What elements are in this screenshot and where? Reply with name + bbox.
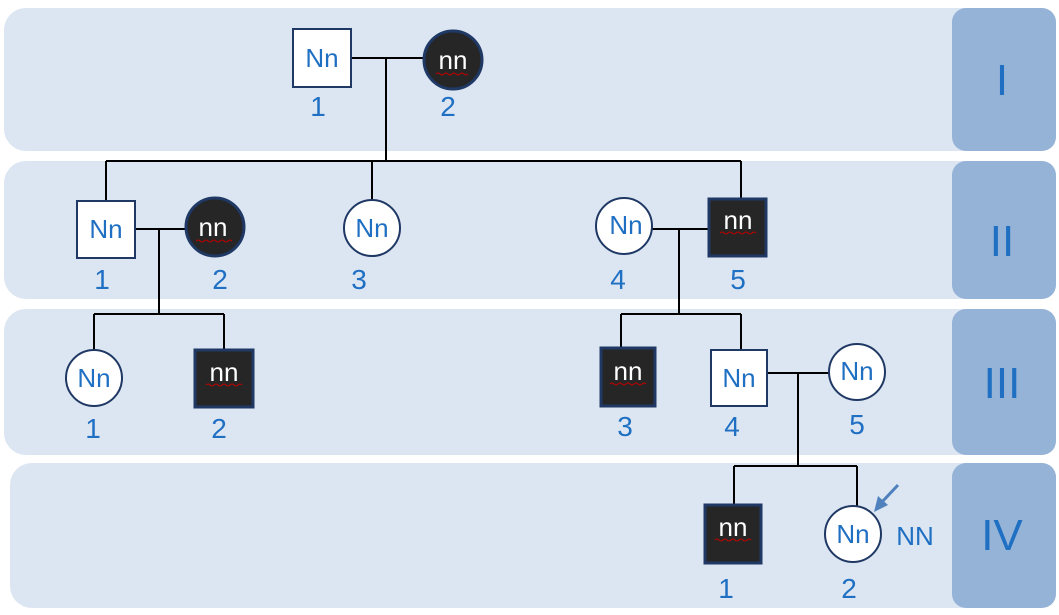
generation-tab-i bbox=[952, 8, 1056, 151]
individual-ii5[interactable]: nn 5 bbox=[707, 197, 768, 295]
spellcheck-underline bbox=[714, 538, 752, 542]
genotype-label: nn bbox=[199, 212, 228, 242]
male-unaffected-symbol bbox=[710, 349, 768, 407]
individual-i2[interactable]: nn 2 bbox=[422, 29, 484, 122]
female-unaffected-symbol bbox=[343, 199, 401, 257]
generation-band-iv bbox=[10, 463, 1004, 608]
genotype-label: Nn bbox=[836, 519, 869, 549]
female-unaffected-symbol bbox=[828, 343, 886, 401]
genotype-label: Nn bbox=[840, 356, 873, 386]
genotype-label: Nn bbox=[89, 214, 122, 244]
generation-tab-iv bbox=[952, 463, 1056, 608]
genotype-label: nn bbox=[614, 356, 643, 386]
individual-number: 4 bbox=[610, 264, 626, 295]
individual-number: 5 bbox=[730, 264, 746, 295]
individual-number: 1 bbox=[310, 91, 326, 122]
male-affected-symbol bbox=[703, 503, 763, 565]
individual-ii3[interactable]: Nn 3 bbox=[343, 199, 401, 295]
individual-number: 3 bbox=[351, 264, 367, 295]
genotype-label: nn bbox=[210, 357, 239, 387]
individual-number: 2 bbox=[211, 413, 227, 444]
individual-iv2[interactable]: Nn 2 bbox=[824, 505, 882, 604]
pedigree-connectors bbox=[93, 57, 858, 506]
spellcheck-underline bbox=[435, 72, 469, 76]
genotype-label: nn bbox=[719, 512, 748, 542]
individual-number: 3 bbox=[617, 411, 633, 442]
female-unaffected-symbol bbox=[824, 505, 882, 563]
male-unaffected-symbol bbox=[76, 200, 136, 259]
male-affected-symbol bbox=[193, 348, 255, 409]
individual-i1[interactable]: Nn 1 bbox=[292, 28, 352, 122]
genotype-label: Nn bbox=[609, 210, 642, 240]
male-affected-symbol bbox=[707, 197, 768, 258]
individual-number: 5 bbox=[849, 409, 865, 440]
proband-note: NN bbox=[896, 521, 934, 551]
generation-band-i bbox=[4, 8, 1004, 151]
individual-number: 1 bbox=[85, 413, 101, 444]
spellcheck-underline bbox=[609, 382, 647, 386]
individual-number: 2 bbox=[212, 264, 228, 295]
genotype-label: nn bbox=[439, 45, 468, 75]
generation-label-iii: III bbox=[984, 359, 1021, 408]
generation-tab-ii bbox=[952, 161, 1056, 299]
generation-tab-iii bbox=[952, 309, 1056, 455]
individual-iii2[interactable]: nn 2 bbox=[193, 348, 255, 444]
individual-number: 2 bbox=[440, 91, 456, 122]
genotype-label: Nn bbox=[722, 363, 755, 393]
generation-label-iv: IV bbox=[981, 511, 1023, 560]
individual-number: 1 bbox=[94, 264, 110, 295]
individual-iv1[interactable]: nn 1 bbox=[703, 503, 763, 604]
generation-band-iii bbox=[4, 309, 1004, 455]
genotype-label: Nn bbox=[355, 213, 388, 243]
male-affected-symbol bbox=[599, 346, 657, 408]
individual-iii4[interactable]: Nn 4 bbox=[710, 349, 768, 442]
individual-ii1[interactable]: Nn 1 bbox=[76, 200, 136, 295]
individual-number: 1 bbox=[718, 573, 734, 604]
generation-label-ii: II bbox=[990, 217, 1014, 266]
individual-iii3[interactable]: nn 3 bbox=[599, 346, 657, 442]
genotype-label: Nn bbox=[77, 363, 110, 393]
spellcheck-underline bbox=[195, 239, 233, 243]
spellcheck-underline bbox=[719, 231, 757, 235]
generation-label-i: I bbox=[996, 56, 1008, 105]
female-unaffected-symbol bbox=[595, 197, 653, 255]
individual-number: 2 bbox=[841, 573, 857, 604]
individual-iii5[interactable]: Nn 5 bbox=[828, 343, 886, 440]
proband-arrow-icon bbox=[874, 483, 900, 512]
genotype-label: nn bbox=[724, 205, 753, 235]
female-unaffected-symbol bbox=[65, 349, 123, 407]
individual-iii1[interactable]: Nn 1 bbox=[65, 349, 123, 444]
generation-band-ii bbox=[4, 161, 1004, 299]
individual-ii2[interactable]: nn 2 bbox=[184, 196, 246, 295]
genotype-label: Nn bbox=[305, 43, 338, 73]
individual-number: 4 bbox=[724, 411, 740, 442]
male-unaffected-symbol bbox=[292, 28, 352, 88]
spellcheck-underline bbox=[205, 383, 243, 387]
individual-ii4[interactable]: Nn 4 bbox=[595, 197, 653, 295]
